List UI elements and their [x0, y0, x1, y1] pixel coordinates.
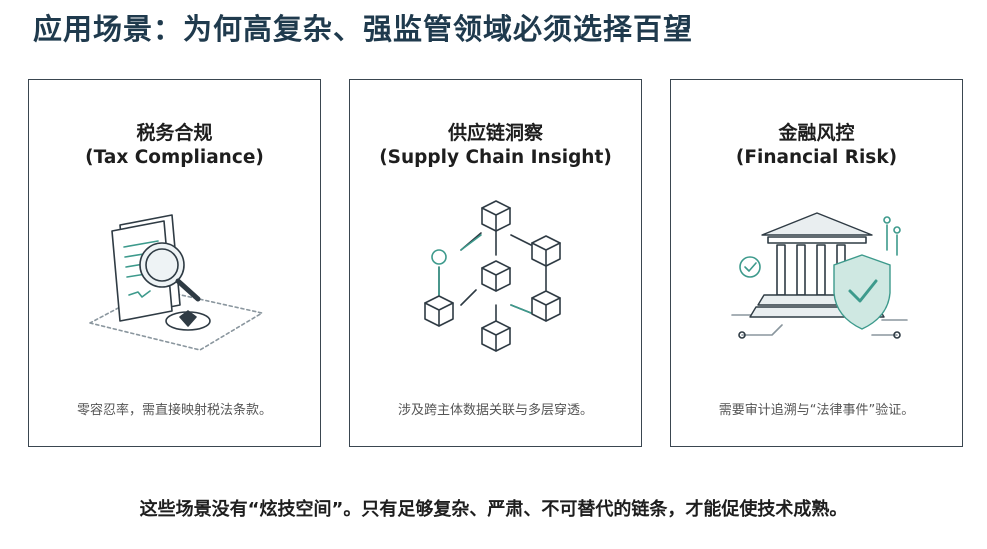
card-subtitle: (Tax Compliance): [85, 147, 264, 168]
document-magnifier-compass-icon: [88, 214, 263, 351]
card-supply-chain: 供应链洞察 (Supply Chain Insight) 涉及跨主体数据关联与多…: [349, 79, 642, 447]
card-title: 税务合规: [136, 122, 213, 144]
card-subtitle: (Financial Risk): [735, 147, 898, 168]
card-description: 零容忍率，需直接映射税法条款。: [76, 403, 272, 418]
card-title: 金融风控: [778, 122, 855, 144]
card-subtitle: (Supply Chain Insight): [379, 147, 612, 168]
bank-shield-icon: [730, 212, 908, 339]
cube-network-icon: [423, 200, 561, 352]
card-tax-compliance: 税务合规 (Tax Compliance) 零容忍率，需直接映射税法条款。: [28, 79, 321, 447]
card-description: 需要审计追溯与“法律事件”验证。: [718, 403, 915, 418]
card-description: 涉及跨主体数据关联与多层穿透。: [397, 403, 593, 418]
card-financial-risk: 金融风控 (Financial Risk) 需要审计追溯与“法律事件”验证。: [670, 79, 963, 447]
slide-title: 应用场景：为何高复杂、强监管领域必须选择百望: [33, 12, 694, 46]
card-title: 供应链洞察: [447, 122, 543, 144]
slide-footer: 这些场景没有“炫技空间”。只有足够复杂、严肃、不可替代的链条，才能促使技术成熟。: [139, 499, 848, 520]
